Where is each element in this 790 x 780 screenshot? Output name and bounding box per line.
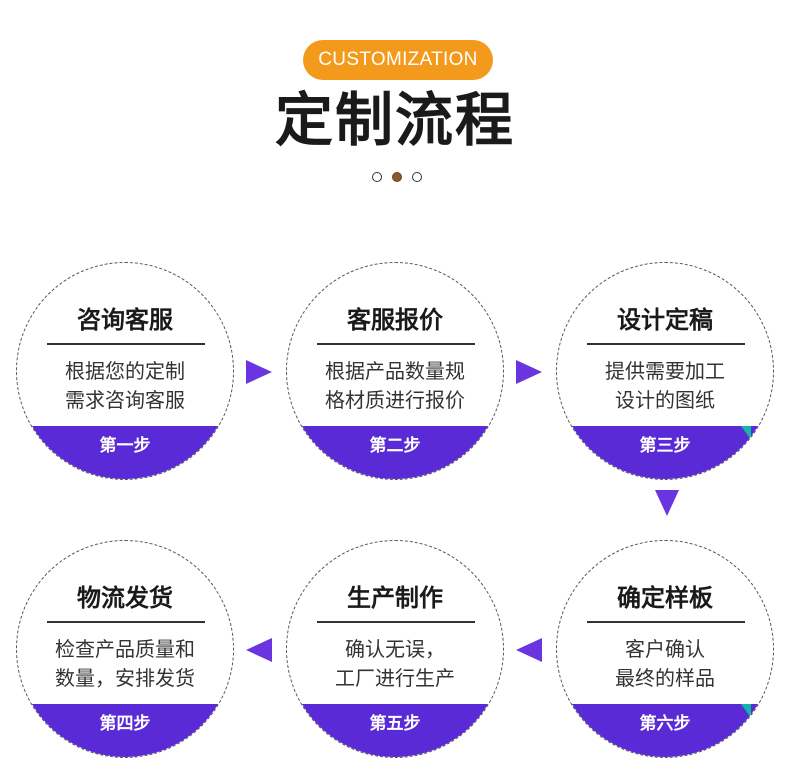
step-desc-line2: 设计的图纸 <box>615 388 715 412</box>
step-quote: 客服报价 根据产品数量规 格材质进行报价 第二步 <box>286 262 504 480</box>
step-desc-line2: 数量，安排发货 <box>55 666 195 690</box>
divider <box>317 621 475 623</box>
pagination-dots <box>372 172 422 184</box>
divider <box>587 621 745 623</box>
step-sample: 确定样板 客户确认 最终的样品 第六步 <box>556 540 774 758</box>
step-desc-line1: 根据产品数量规 <box>325 359 465 383</box>
step-desc-line1: 提供需要加工 <box>605 359 725 383</box>
step-number-label: 第六步 <box>639 714 691 734</box>
arrow-down-icon <box>655 490 679 516</box>
step-consult: 咨询客服 根据您的定制 需求咨询客服 第一步 <box>16 262 234 480</box>
step-title: 确定样板 <box>617 584 713 612</box>
step-desc-line2: 工厂进行生产 <box>335 666 455 690</box>
arrow-left-icon <box>246 638 272 662</box>
step-number-label: 第五步 <box>369 714 421 734</box>
step-title: 物流发货 <box>77 584 173 612</box>
step-design: 设计定稿 提供需要加工 设计的图纸 第三步 <box>556 262 774 480</box>
step-band: 第二步 <box>287 426 503 479</box>
step-band: 第四步 <box>17 704 233 757</box>
step-title: 设计定稿 <box>617 306 713 334</box>
customization-badge: CUSTOMIZATION <box>303 40 493 80</box>
step-number-label: 第二步 <box>369 436 421 456</box>
page-title: 定制流程 <box>274 86 515 154</box>
arrow-right-icon <box>246 360 272 384</box>
step-band: 第五步 <box>287 704 503 757</box>
divider <box>317 343 475 345</box>
step-desc-line1: 根据您的定制 <box>65 359 185 383</box>
divider <box>47 343 205 345</box>
teal-accent-icon <box>741 426 751 440</box>
arrow-left-icon <box>516 638 542 662</box>
dot-1 <box>372 172 382 182</box>
step-desc-line1: 客户确认 <box>625 637 705 661</box>
divider <box>587 343 745 345</box>
step-desc-line2: 格材质进行报价 <box>325 388 465 412</box>
step-title: 客服报价 <box>347 306 443 334</box>
step-title: 咨询客服 <box>77 306 173 334</box>
step-desc-line1: 确认无误， <box>345 637 445 661</box>
step-desc-line2: 最终的样品 <box>615 666 715 690</box>
dot-2-active <box>392 172 402 182</box>
step-band: 第一步 <box>17 426 233 479</box>
step-number-label: 第三步 <box>639 436 691 456</box>
teal-accent-icon <box>741 704 751 718</box>
step-title: 生产制作 <box>347 584 443 612</box>
step-production: 生产制作 确认无误， 工厂进行生产 第五步 <box>286 540 504 758</box>
dot-3 <box>412 172 422 182</box>
step-band: 第三步 <box>557 426 773 479</box>
step-desc-line1: 检查产品质量和 <box>55 637 195 661</box>
divider <box>47 621 205 623</box>
step-number-label: 第四步 <box>99 714 151 734</box>
step-number-label: 第一步 <box>99 436 151 456</box>
step-shipping: 物流发货 检查产品质量和 数量，安排发货 第四步 <box>16 540 234 758</box>
step-band: 第六步 <box>557 704 773 757</box>
arrow-right-icon <box>516 360 542 384</box>
step-desc-line2: 需求咨询客服 <box>65 388 185 412</box>
